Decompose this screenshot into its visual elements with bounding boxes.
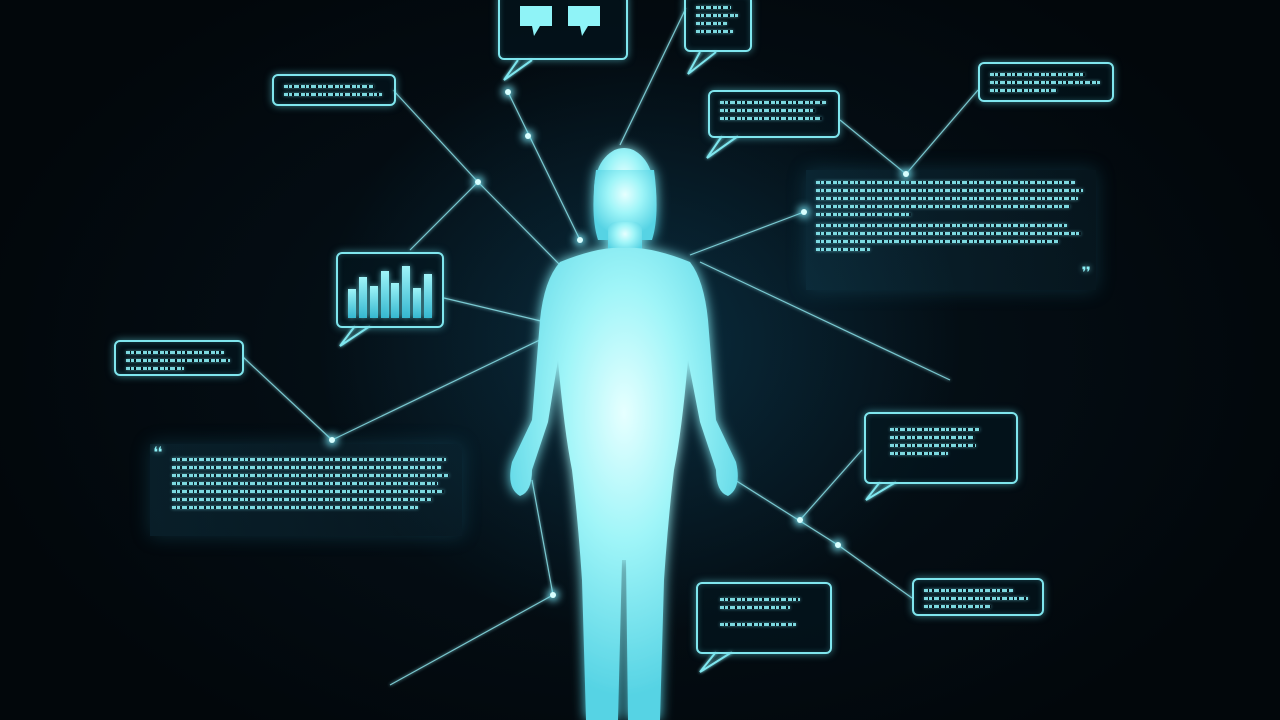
info-label-right-bottom — [912, 578, 1044, 616]
bar-chart-bubble — [336, 252, 444, 328]
connector-node-icon — [329, 437, 335, 443]
info-label-left-top — [272, 74, 396, 106]
connector-node-icon — [505, 89, 511, 95]
info-bubble-bottom — [696, 582, 832, 654]
info-label-right-top — [978, 62, 1114, 102]
speech-bubble-tail — [699, 651, 733, 673]
quote-mark-icon: ❝ — [152, 442, 165, 466]
connector-line — [531, 479, 554, 596]
text-block-right: ❞ — [806, 170, 1096, 290]
connector-node-icon — [903, 171, 909, 177]
bar-chart-bar — [402, 266, 411, 318]
connector-line — [689, 211, 805, 256]
text-lines — [284, 85, 384, 101]
connector-node-icon — [797, 517, 803, 523]
info-bubble-center-top — [708, 90, 840, 138]
bar-chart-bar — [348, 289, 356, 318]
info-label-left-middle — [114, 340, 244, 376]
connector-node-icon — [801, 209, 807, 215]
text-lines — [924, 589, 1032, 613]
text-lines — [720, 598, 820, 631]
speech-bubble-tail — [865, 481, 897, 501]
bar-chart-bar — [358, 277, 367, 318]
connector-line — [331, 335, 549, 441]
connector-line — [389, 594, 554, 686]
speech-bubble-tail — [503, 59, 533, 81]
text-lines — [890, 428, 1006, 460]
connector-line — [619, 7, 687, 146]
connector-line — [799, 449, 863, 521]
info-bubble-right-middle — [864, 412, 1018, 484]
bar-chart-bar — [413, 288, 422, 318]
text-lines — [720, 101, 828, 125]
bar-chart-bar — [423, 274, 432, 318]
text-block-left: ❝ — [150, 444, 462, 536]
text-lines — [696, 6, 740, 38]
bar-chart-bar — [369, 286, 378, 318]
connector-node-icon — [577, 237, 583, 243]
speech-bubble-tail — [706, 135, 739, 159]
connector-line — [905, 89, 979, 175]
connector-node-icon — [835, 542, 841, 548]
connector-line — [477, 181, 561, 266]
connector-line — [507, 91, 581, 241]
connector-line — [443, 297, 546, 323]
connector-line — [409, 181, 479, 251]
bar-chart-bar — [391, 283, 400, 318]
connector-node-icon — [475, 179, 481, 185]
speech-bubble-icon — [568, 6, 600, 36]
speech-bubble-tail — [339, 325, 371, 347]
text-lines — [816, 181, 1086, 256]
connector-line — [242, 356, 333, 441]
connector-line — [392, 89, 479, 183]
bar-chart-bar — [380, 271, 389, 318]
speech-bubble-tail — [687, 51, 717, 75]
text-lines — [126, 351, 232, 375]
info-bubble-top — [684, 0, 752, 52]
text-lines — [172, 458, 452, 514]
speech-bubble-icon — [520, 6, 552, 36]
connector-line — [837, 544, 913, 599]
speech-bubble-icon-panel — [498, 0, 628, 60]
bar-chart-icon — [348, 266, 432, 318]
connector-node-icon — [550, 592, 556, 598]
quote-mark-icon: ❞ — [1079, 262, 1092, 286]
connector-line — [839, 119, 907, 175]
text-lines — [990, 73, 1102, 97]
connector-line — [734, 479, 839, 546]
connector-node-icon — [525, 133, 531, 139]
connector-line — [699, 261, 951, 381]
